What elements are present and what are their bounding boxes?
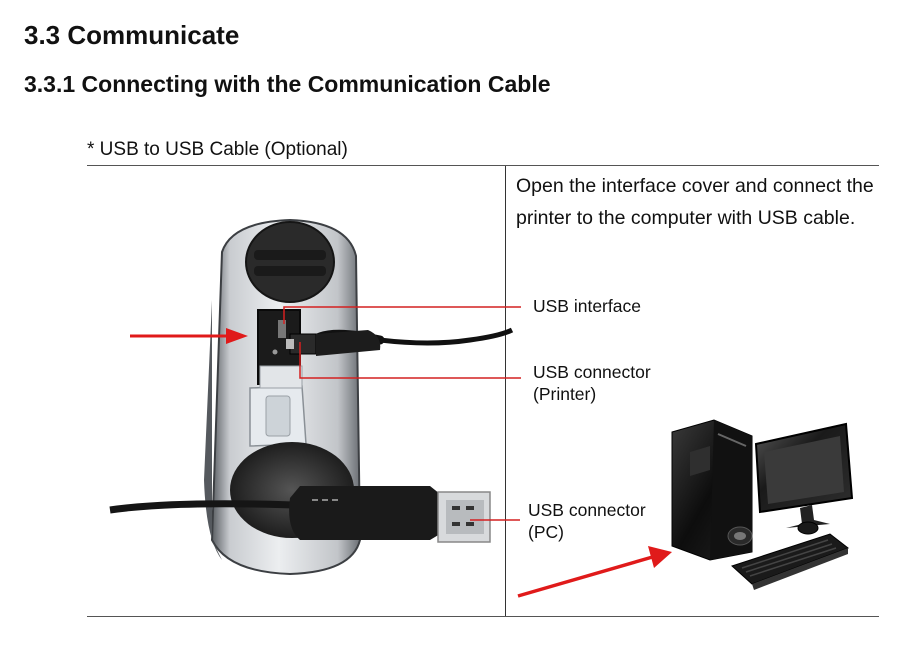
table-top-rule xyxy=(87,165,879,166)
leader-lines xyxy=(283,306,521,521)
cable-note: * USB to USB Cable (Optional) xyxy=(87,139,348,160)
usb-connector-printer-line1: USB connector xyxy=(533,362,651,382)
printer-image xyxy=(109,218,514,576)
instruction-text: Open the interface cover and connect the… xyxy=(516,175,874,229)
subsection-heading: 3.3.1 Connecting with the Communication … xyxy=(24,71,551,97)
table-column-divider xyxy=(505,166,506,616)
usb-connector-pc-line1: USB connector xyxy=(528,500,646,520)
arrow-to-computer-icon xyxy=(517,546,672,598)
usb-connector-printer-label: USB connector (Printer) xyxy=(533,361,651,405)
usb-connector-printer-line2: (Printer) xyxy=(533,384,597,404)
usb-interface-label: USB interface xyxy=(533,296,641,316)
usb-connector-pc-label: USB connector (PC) xyxy=(528,499,646,543)
section-heading: 3.3 Communicate xyxy=(24,20,240,50)
computer-image xyxy=(671,419,854,590)
arrow-to-printer-icon xyxy=(130,328,248,344)
usb-connector-pc-line2: (PC) xyxy=(528,522,564,542)
table-bottom-rule xyxy=(87,616,879,617)
